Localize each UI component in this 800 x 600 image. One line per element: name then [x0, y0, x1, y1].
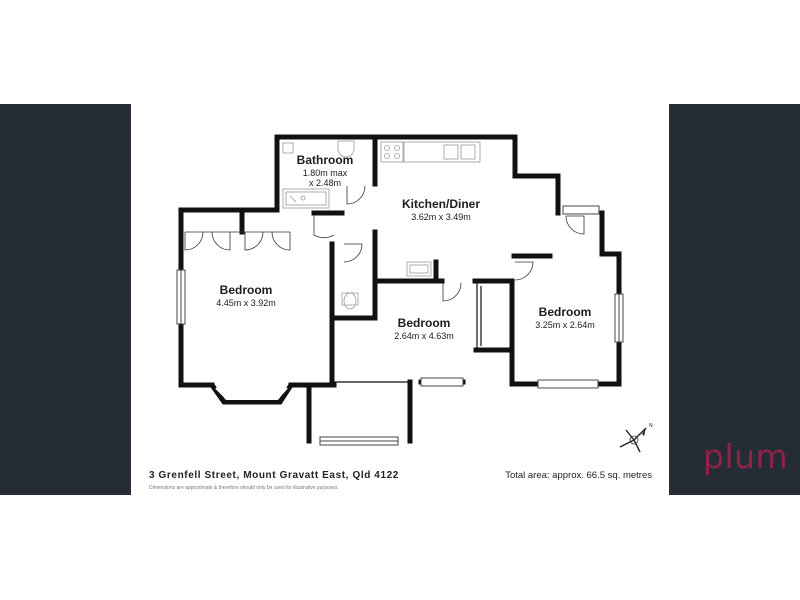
room-bedroom-left: Bedroom 4.45m x 3.92m [186, 283, 306, 308]
room-bathroom: Bathroom 1.80m max x 2.48m [275, 153, 375, 189]
fixtures [282, 140, 481, 310]
windows [176, 205, 624, 446]
room-dimensions: 3.62m x 3.49m [411, 211, 471, 222]
room-dimensions: 3.25m x 2.64m [535, 319, 595, 330]
floor-plan-drawing: N [176, 134, 653, 453]
room-bedroom-middle: Bedroom 2.64m x 4.63m [364, 316, 484, 341]
thin-lines [333, 283, 513, 386]
svg-text:N: N [649, 423, 653, 429]
total-area: Total area: approx. 66.5 sq. metres [505, 470, 652, 481]
room-name: Bedroom [538, 305, 592, 319]
right-dark-panel [669, 104, 800, 495]
left-dark-panel [0, 104, 131, 495]
room-dimensions: 4.45m x 3.92m [216, 297, 276, 308]
room-name: Bedroom [219, 283, 273, 297]
compass-icon: N [619, 423, 653, 453]
walls [178, 134, 622, 444]
floor-plan: N Bathroom 1.80m max x 2.48m Kitchen/Din… [131, 104, 669, 495]
room-bedroom-right: Bedroom 3.25m x 2.64m [505, 305, 625, 330]
room-name: Bedroom [397, 316, 451, 330]
room-name: Bathroom [296, 153, 354, 167]
room-dimensions: 2.64m x 4.63m [394, 330, 454, 341]
property-address: 3 Grenfell Street, Mount Gravatt East, Q… [149, 470, 399, 481]
room-dimensions: x 2.48m [308, 178, 341, 189]
room-name: Kitchen/Diner [401, 197, 480, 211]
doors [184, 185, 585, 302]
brand-logo: plum [703, 437, 789, 476]
room-dimensions: 1.80m max [302, 167, 348, 178]
disclaimer: Dimensions are approximate & therefore s… [149, 485, 339, 491]
room-kitchen-diner: Kitchen/Diner 3.62m x 3.49m [381, 197, 501, 222]
